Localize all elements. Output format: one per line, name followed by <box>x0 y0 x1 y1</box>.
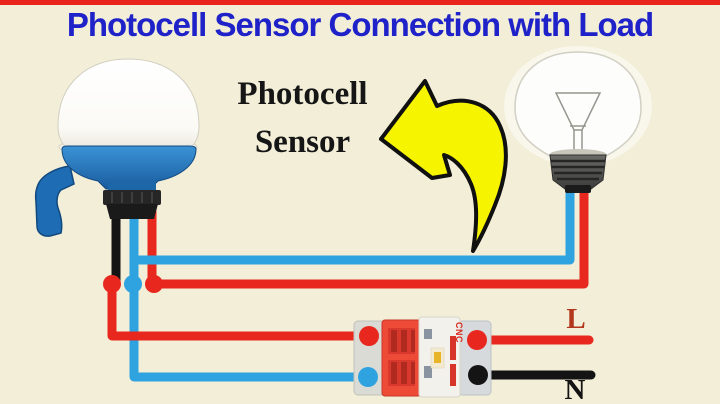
page-title: Photocell Sensor Connection with Load <box>66 6 654 43</box>
bulb-glass <box>514 51 642 157</box>
junction-neutral-junction <box>124 275 142 293</box>
sensor-gland <box>106 204 158 219</box>
top-red-border <box>0 0 720 5</box>
photocell-sensor-graphic <box>34 58 200 237</box>
junction-breaker-right-line-terminal <box>467 330 487 350</box>
junctions-layer <box>103 275 488 387</box>
bulb-base-tip <box>565 185 591 193</box>
junction-breaker-left-line-terminal <box>359 326 379 346</box>
sensor-body <box>61 145 197 190</box>
light-bulb-graphic <box>504 46 652 193</box>
junction-black-to-line-junction <box>103 275 121 293</box>
junction-red-to-bulb-junction <box>145 275 163 293</box>
neutral-terminal-label: N <box>564 374 586 404</box>
junction-breaker-left-neutral-terminal <box>358 367 378 387</box>
sensor-bracket <box>34 165 75 237</box>
line-terminal-label: L <box>566 303 586 335</box>
sensor-label-line2: Sensor <box>254 124 351 160</box>
sensor-label: Photocell Sensor <box>220 70 385 166</box>
arrow-icon <box>379 79 508 253</box>
bulb-filament <box>554 92 602 150</box>
wire-line-jumper-to-breaker <box>107 279 369 341</box>
junction-breaker-right-neutral-terminal <box>468 365 488 385</box>
wire-sensor-blue-lead-to-neutral <box>129 207 369 382</box>
breaker-toggles <box>388 328 415 386</box>
wires-layer <box>107 185 596 382</box>
breaker-brand-text: CNC <box>454 322 464 343</box>
sensor-label-line1: Photocell <box>237 76 368 112</box>
wire-neutral-to-bulb <box>129 185 575 265</box>
sensor-gland-ribs <box>111 192 153 203</box>
wire-switched-line-to-bulb <box>149 185 589 289</box>
sensor-dome <box>57 58 200 152</box>
breaker-body-details <box>424 329 456 386</box>
bulb-base-ridges <box>551 159 605 181</box>
